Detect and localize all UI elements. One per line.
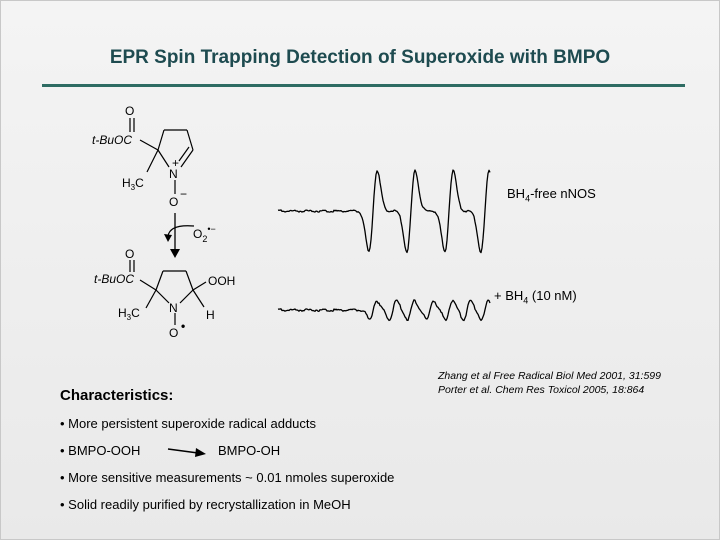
spectrum-top-label: BH4-free nNOS	[507, 186, 596, 204]
bottom-carbonyl-o: O	[125, 247, 134, 261]
bmpo-structure	[129, 118, 194, 194]
bmpo-ooh-structure	[129, 260, 207, 325]
superoxide-label: O2•−	[193, 224, 216, 244]
top-ester-label: t-BuOC	[92, 133, 132, 147]
bullet-sensitive: • More sensitive measurements ~ 0.01 nmo…	[60, 470, 395, 485]
bullet-persistent: • More persistent superoxide radical add…	[60, 416, 317, 431]
reference-porter: Porter et al. Chem Res Toxicol 2005, 18:…	[438, 384, 645, 396]
top-nitrogen: N	[169, 167, 178, 181]
bmpo-oh-label: BMPO-OH	[218, 443, 281, 458]
references: Zhang et al Free Radical Biol Med 2001, …	[438, 369, 661, 397]
bullet-bmpo-ooh: • BMPO-OOH	[60, 443, 141, 458]
bottom-nitrogen: N	[169, 301, 178, 315]
top-methyl-label: H3C	[122, 176, 144, 192]
reaction-arrow	[164, 213, 195, 258]
spectrum-bottom-label: + BH4 (10 nM)	[494, 288, 577, 306]
epr-spectrum-bh4	[277, 299, 491, 322]
characteristics-heading: Characteristics:	[60, 387, 174, 404]
conversion-arrow	[167, 448, 206, 457]
bottom-ester-label: t-BuOC	[94, 272, 134, 286]
title-divider	[42, 84, 685, 87]
top-plus-charge: +	[172, 156, 179, 170]
reference-zhang: Zhang et al Free Radical Biol Med 2001, …	[438, 370, 661, 382]
bottom-ooh-label: OOH	[208, 274, 235, 288]
radical-dot: •	[181, 319, 185, 333]
top-carbonyl-o: O	[125, 104, 134, 118]
top-oxygen: O	[169, 195, 178, 209]
bottom-hydrogen: H	[206, 308, 215, 322]
epr-spectrum-bh4-free	[277, 169, 491, 254]
slide-title: EPR Spin Trapping Detection of Superoxid…	[109, 47, 611, 68]
top-minus-charge: −	[180, 187, 187, 201]
bottom-oxygen: O	[169, 326, 178, 340]
bullet-recrystallization: • Solid readily purified by recrystalliz…	[60, 497, 351, 512]
bottom-methyl-label: H3C	[118, 306, 140, 322]
